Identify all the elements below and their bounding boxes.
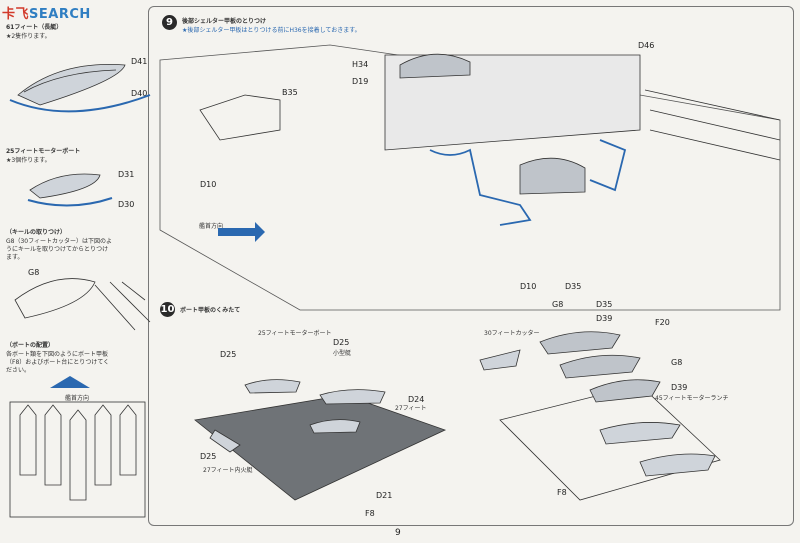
label-d25-c: D25: [200, 452, 217, 461]
arrow-label: 艦首方向: [65, 395, 90, 402]
item1-title: 61フィート（長艇）: [6, 24, 63, 31]
label-d25-a: D25: [220, 350, 237, 359]
label-d25-b: D25: [333, 338, 350, 347]
step9-note: ★後部シェルター甲板はとりつける前にH36を接着しておきます。: [182, 27, 361, 34]
label-d24: D24: [408, 395, 425, 404]
label-g8-a: G8: [552, 300, 564, 309]
note-25ft: 25フィートモーターボート: [258, 330, 332, 337]
item1-sub: ★2隻作ります。: [6, 33, 51, 40]
label-g8-b: G8: [671, 358, 683, 367]
label-d39-b: D39: [596, 314, 613, 323]
placement-line-1: 各ボート類を下図のようにボート甲板: [6, 351, 109, 358]
placement-deck: [9, 401, 146, 518]
keel-line-1: G8（30フィートカッター）は下図のよ: [6, 238, 112, 245]
placement-line-2: （F8）およびボート台にとりつけてく: [6, 359, 110, 366]
page-number: 9: [395, 528, 401, 538]
label-d30: D30: [118, 200, 135, 209]
note-small: 小型艇: [333, 350, 352, 357]
direction-arrow-icon: [218, 222, 265, 242]
boat-deck-left: [194, 394, 447, 501]
keel-line-3: ます。: [6, 254, 24, 261]
label-d21: D21: [376, 491, 393, 500]
ship-deck-drawing: [159, 44, 781, 311]
longboat-drawing: [17, 64, 126, 106]
note-27ft-b: 27フィート: [395, 405, 427, 412]
motorboat-drawing: [29, 173, 101, 199]
item2-title: 25フィートモーターボート: [6, 148, 81, 155]
label-d41: D41: [131, 57, 148, 66]
label-d35-b: D35: [596, 300, 613, 309]
label-h34: H34: [352, 60, 369, 69]
placement-line-3: ださい。: [6, 367, 31, 374]
label-g8: G8: [28, 268, 40, 277]
step10-title: ボート甲板のくみたて: [180, 307, 241, 314]
placement-title: （ボートの配置）: [6, 342, 55, 349]
label-d10-2: D10: [520, 282, 537, 291]
note-45ft: 45フィートモーターランチ: [655, 395, 729, 402]
label-d31: D31: [118, 170, 135, 179]
label-d19: D19: [352, 77, 369, 86]
label-f8: F8: [557, 488, 567, 497]
label-d46: D46: [638, 41, 655, 50]
watermark: 卡飞SEARCH: [2, 7, 91, 22]
step9-title: 後部シェルター甲板のとりつけ: [182, 18, 267, 25]
instruction-frame: [148, 6, 794, 526]
label-d10: D10: [200, 180, 217, 189]
step9-direction: 艦首方向: [199, 223, 224, 230]
step9-number: 9: [162, 15, 177, 30]
label-d35: D35: [565, 282, 582, 291]
label-d40: D40: [131, 89, 148, 98]
item2-sub: ★3個作ります。: [6, 157, 51, 164]
step10-number: 10: [160, 302, 175, 317]
cutter-drawing: [14, 278, 96, 319]
label-b35: B35: [282, 88, 298, 97]
keel-line-2: うにキールを取りつけてからとりつけ: [6, 246, 109, 253]
label-d39: D39: [671, 383, 688, 392]
note-27ft: 27フィート内火艇: [203, 467, 253, 474]
label-f20: F20: [655, 318, 670, 327]
note-30ft: 30フィートカッター: [484, 330, 540, 337]
keel-title: （キールの取りつけ）: [6, 229, 67, 236]
arrow-up-icon: [50, 376, 90, 388]
label-f8-b: F8: [365, 509, 375, 518]
